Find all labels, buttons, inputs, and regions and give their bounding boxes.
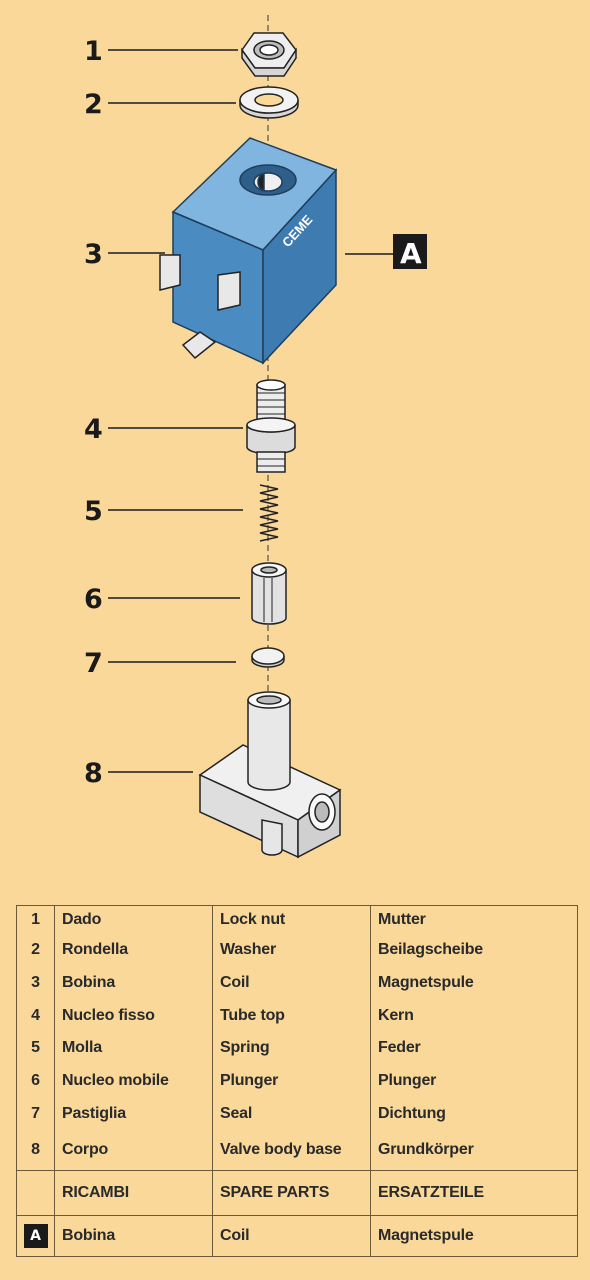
- lock-nut-part: [241, 32, 297, 77]
- spare-header-de: ERSATZTEILE: [370, 1170, 578, 1216]
- part-name-it: Molla: [54, 1032, 213, 1065]
- part-number: 1: [31, 911, 40, 928]
- spare-parts-header-row: RICAMBI SPARE PARTS ERSATZTEILE: [16, 1170, 578, 1216]
- tube-top-part: [246, 379, 296, 473]
- parts-table-body: 1 Dado Lock nut Mutter 2 Rondella Washer…: [16, 905, 578, 1257]
- spare-name-it: Bobina: [54, 1215, 213, 1257]
- coil-part: CEME: [159, 137, 338, 365]
- part-name-en: Tube top: [212, 999, 371, 1033]
- table-row: 5 Molla Spring Feder: [17, 1032, 578, 1065]
- part-number: 3: [31, 974, 40, 992]
- part-name-en: Spring: [212, 1032, 371, 1065]
- part-number: 4: [31, 1006, 40, 1024]
- callout-2: 2: [84, 89, 103, 120]
- part-number: 6: [31, 1072, 40, 1090]
- spare-header-en: SPARE PARTS: [212, 1170, 371, 1216]
- part-number: 5: [31, 1039, 40, 1057]
- part-name-it: Rondella: [54, 934, 213, 967]
- leader-lines: [108, 49, 393, 773]
- part-name-de: Beilagscheibe: [370, 934, 578, 967]
- table-row: 6 Nucleo mobile Plunger Plunger: [17, 1064, 578, 1098]
- part-name-it: Dado: [54, 905, 213, 934]
- spare-name-en: Coil: [212, 1215, 371, 1257]
- washer-part: [239, 86, 299, 119]
- assembly-tag: A: [400, 237, 422, 270]
- callout-4: 4: [84, 414, 103, 445]
- part-name-en: Seal: [212, 1097, 371, 1131]
- part-name-de: Dichtung: [370, 1097, 578, 1131]
- part-name-it: Pastiglia: [54, 1097, 213, 1131]
- part-name-it: Corpo: [54, 1130, 213, 1171]
- part-name-it: Bobina: [54, 966, 213, 1000]
- table-row: 4 Nucleo fisso Tube top Kern: [17, 999, 578, 1033]
- table-row: 1 Dado Lock nut Mutter: [17, 905, 578, 934]
- part-name-en: Washer: [212, 934, 371, 967]
- table-row: 8 Corpo Valve body base Grundkörper: [17, 1130, 578, 1171]
- spare-header-it: RICAMBI: [54, 1170, 213, 1216]
- table-row: 2 Rondella Washer Beilagscheibe: [17, 934, 578, 967]
- exploded-view-diagram: 1 2 3 4 5 6 7 8 A CEME: [84, 15, 427, 859]
- spring-part: [259, 484, 279, 542]
- part-number: 2: [31, 941, 40, 959]
- part-name-en: Coil: [212, 966, 371, 1000]
- part-name-de: Mutter: [370, 905, 578, 934]
- parts-table: 1 Dado Lock nut Mutter 2 Rondella Washer…: [16, 905, 578, 1258]
- part-name-it: Nucleo fisso: [54, 999, 213, 1033]
- callout-8: 8: [84, 758, 103, 789]
- part-number: 7: [31, 1104, 40, 1122]
- callout-3: 3: [84, 239, 103, 270]
- part-number: 8: [31, 1141, 40, 1159]
- table-row: 7 Pastiglia Seal Dichtung: [17, 1097, 578, 1131]
- callout-1: 1: [84, 36, 103, 67]
- table-row: 3 Bobina Coil Magnetspule: [17, 966, 578, 1000]
- callout-5: 5: [84, 496, 103, 527]
- part-name-de: Plunger: [370, 1064, 578, 1098]
- part-name-en: Valve body base: [212, 1130, 371, 1171]
- spare-tag-badge: A: [23, 1224, 48, 1249]
- callout-6: 6: [84, 584, 103, 615]
- assembly-tag-box: [393, 234, 427, 269]
- callout-7: 7: [84, 648, 103, 679]
- spare-tag-cell: A: [16, 1215, 55, 1257]
- seal-part: [251, 647, 285, 668]
- plunger-part: [251, 562, 287, 625]
- part-name-de: Magnetspule: [370, 966, 578, 1000]
- spare-name-de: Magnetspule: [370, 1215, 578, 1257]
- part-name-it: Nucleo mobile: [54, 1064, 213, 1098]
- part-name-de: Feder: [370, 1032, 578, 1065]
- spare-parts-row: A Bobina Coil Magnetspule: [16, 1215, 578, 1257]
- part-name-de: Kern: [370, 999, 578, 1033]
- part-name-en: Plunger: [212, 1064, 371, 1098]
- valve-body-part: [198, 691, 342, 859]
- empty-cell: [16, 1170, 55, 1216]
- part-name-de: Grundkörper: [370, 1130, 578, 1171]
- part-name-en: Lock nut: [212, 905, 371, 934]
